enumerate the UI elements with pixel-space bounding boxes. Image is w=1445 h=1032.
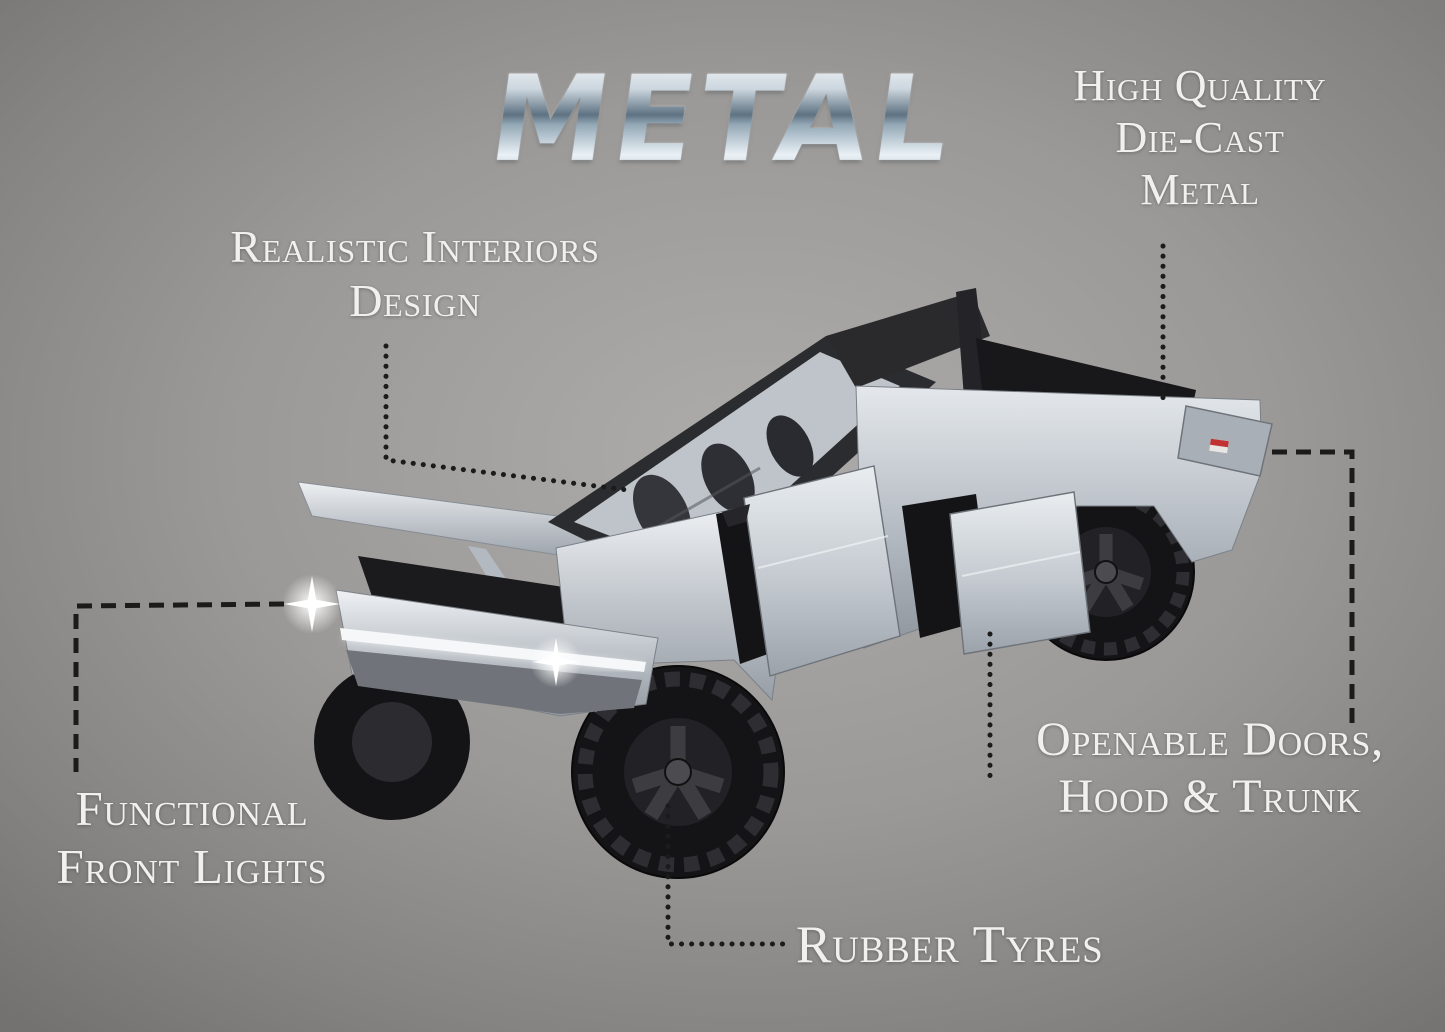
metal-logo: METAL: [428, 50, 1017, 188]
front-wheel: [571, 665, 785, 879]
lights-leader-line: [73, 601, 285, 772]
open-tailgate: [1177, 405, 1273, 477]
callout-line: Hood & Trunk: [1058, 769, 1362, 823]
callout-line: Die-Cast: [1115, 112, 1285, 162]
toy-truck: [282, 288, 1273, 879]
callout-realistic-interiors: Realistic Interiors Design: [190, 220, 640, 329]
callout-line: Front Lights: [56, 838, 328, 894]
callout-line: Functional: [75, 781, 309, 836]
callout-line: Realistic Interiors: [230, 221, 600, 272]
callout-rubber-tyres: Rubber Tyres: [796, 914, 1176, 977]
headlight-sparkle-left: [282, 574, 342, 634]
callout-line: Rubber Tyres: [796, 916, 1104, 974]
callout-line: Metal: [1140, 164, 1260, 214]
callout-line: Openable Doors,: [1036, 713, 1384, 766]
front-bumper: [346, 650, 642, 714]
interiors-leader-line: [383, 343, 631, 493]
tonneau-cover: [826, 292, 990, 388]
trunk-leader-line: [1272, 449, 1355, 730]
headlight-sparkle-right: [530, 636, 582, 688]
callout-die-cast-metal: High Quality Die-Cast Metal: [1030, 60, 1370, 216]
callout-line: Design: [349, 275, 481, 327]
open-front-door: [743, 465, 901, 677]
side-mirror: [722, 504, 750, 527]
callout-front-lights: Functional Front Lights: [16, 780, 368, 896]
callout-openable-doors: Openable Doors, Hood & Trunk: [1002, 712, 1418, 825]
far-front-wheel: [314, 664, 470, 820]
front-nose: [335, 589, 659, 717]
callout-line: High Quality: [1073, 61, 1327, 110]
open-rear-door: [949, 491, 1091, 655]
